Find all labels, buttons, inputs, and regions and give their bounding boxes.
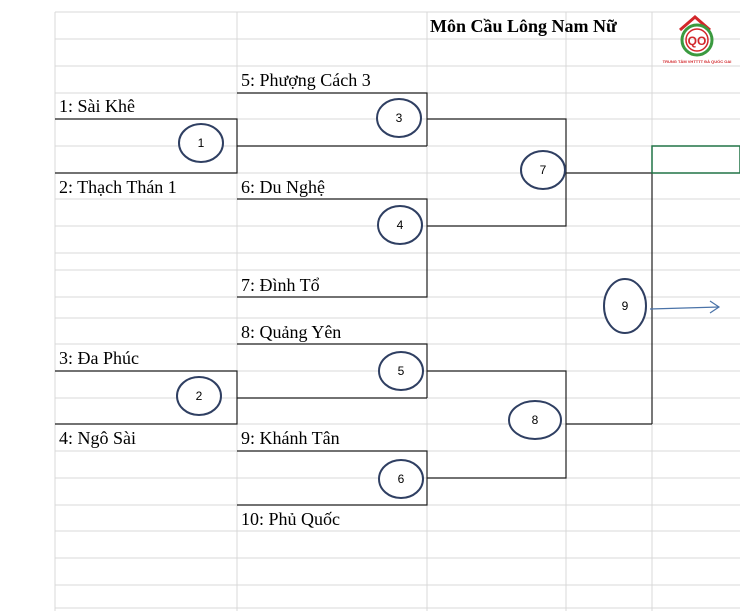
team-label-2: 2: Thạch Thán 1 <box>59 177 177 197</box>
match-circle-4 <box>377 205 423 245</box>
team-label-1: 1: Sài Khê <box>59 96 135 116</box>
team-label-6: 6: Du Nghệ <box>241 177 325 197</box>
logo-monogram: QO <box>688 34 707 48</box>
match-number-3: 3 <box>396 111 403 125</box>
bracket-lines <box>55 92 653 506</box>
match-number-8: 8 <box>532 413 539 427</box>
page-title: Môn Cầu Lông Nam Nữ <box>430 16 617 36</box>
advance-arrow-icon <box>649 300 721 314</box>
match-number-9: 9 <box>622 299 629 313</box>
match-number-4: 4 <box>397 218 404 232</box>
match-number-5: 5 <box>398 364 405 378</box>
match-number-1: 1 <box>198 136 205 150</box>
match-circle-9 <box>603 278 647 334</box>
selected-cell[interactable] <box>651 145 740 174</box>
team-label-4: 4: Ngô Sài <box>59 428 136 448</box>
match-number-7: 7 <box>540 163 547 177</box>
logo: QO TRUNG TÂM VHTTTT ĐÀ QUỐC OAI <box>663 15 732 64</box>
match-circle-3 <box>376 98 422 138</box>
match-circle-8 <box>508 400 562 440</box>
team-label-10: 10: Phủ Quốc <box>241 509 340 529</box>
team-label-9: 9: Khánh Tân <box>241 428 340 448</box>
match-number-2: 2 <box>196 389 203 403</box>
match-circle-5 <box>378 351 424 391</box>
team-label-8: 8: Quảng Yên <box>241 322 341 342</box>
match-circle-6 <box>378 459 424 499</box>
match-circle-2 <box>176 376 222 416</box>
logo-caption: TRUNG TÂM VHTTTT ĐÀ QUỐC OAI <box>663 59 732 64</box>
team-label-5: 5: Phượng Cách 3 <box>241 70 371 90</box>
match-number-6: 6 <box>398 472 405 486</box>
team-label-3: 3: Đa Phúc <box>59 348 139 368</box>
match-circle-7 <box>520 150 566 190</box>
match-circle-1 <box>178 123 224 163</box>
team-label-7: 7: Đình Tổ <box>241 275 320 295</box>
